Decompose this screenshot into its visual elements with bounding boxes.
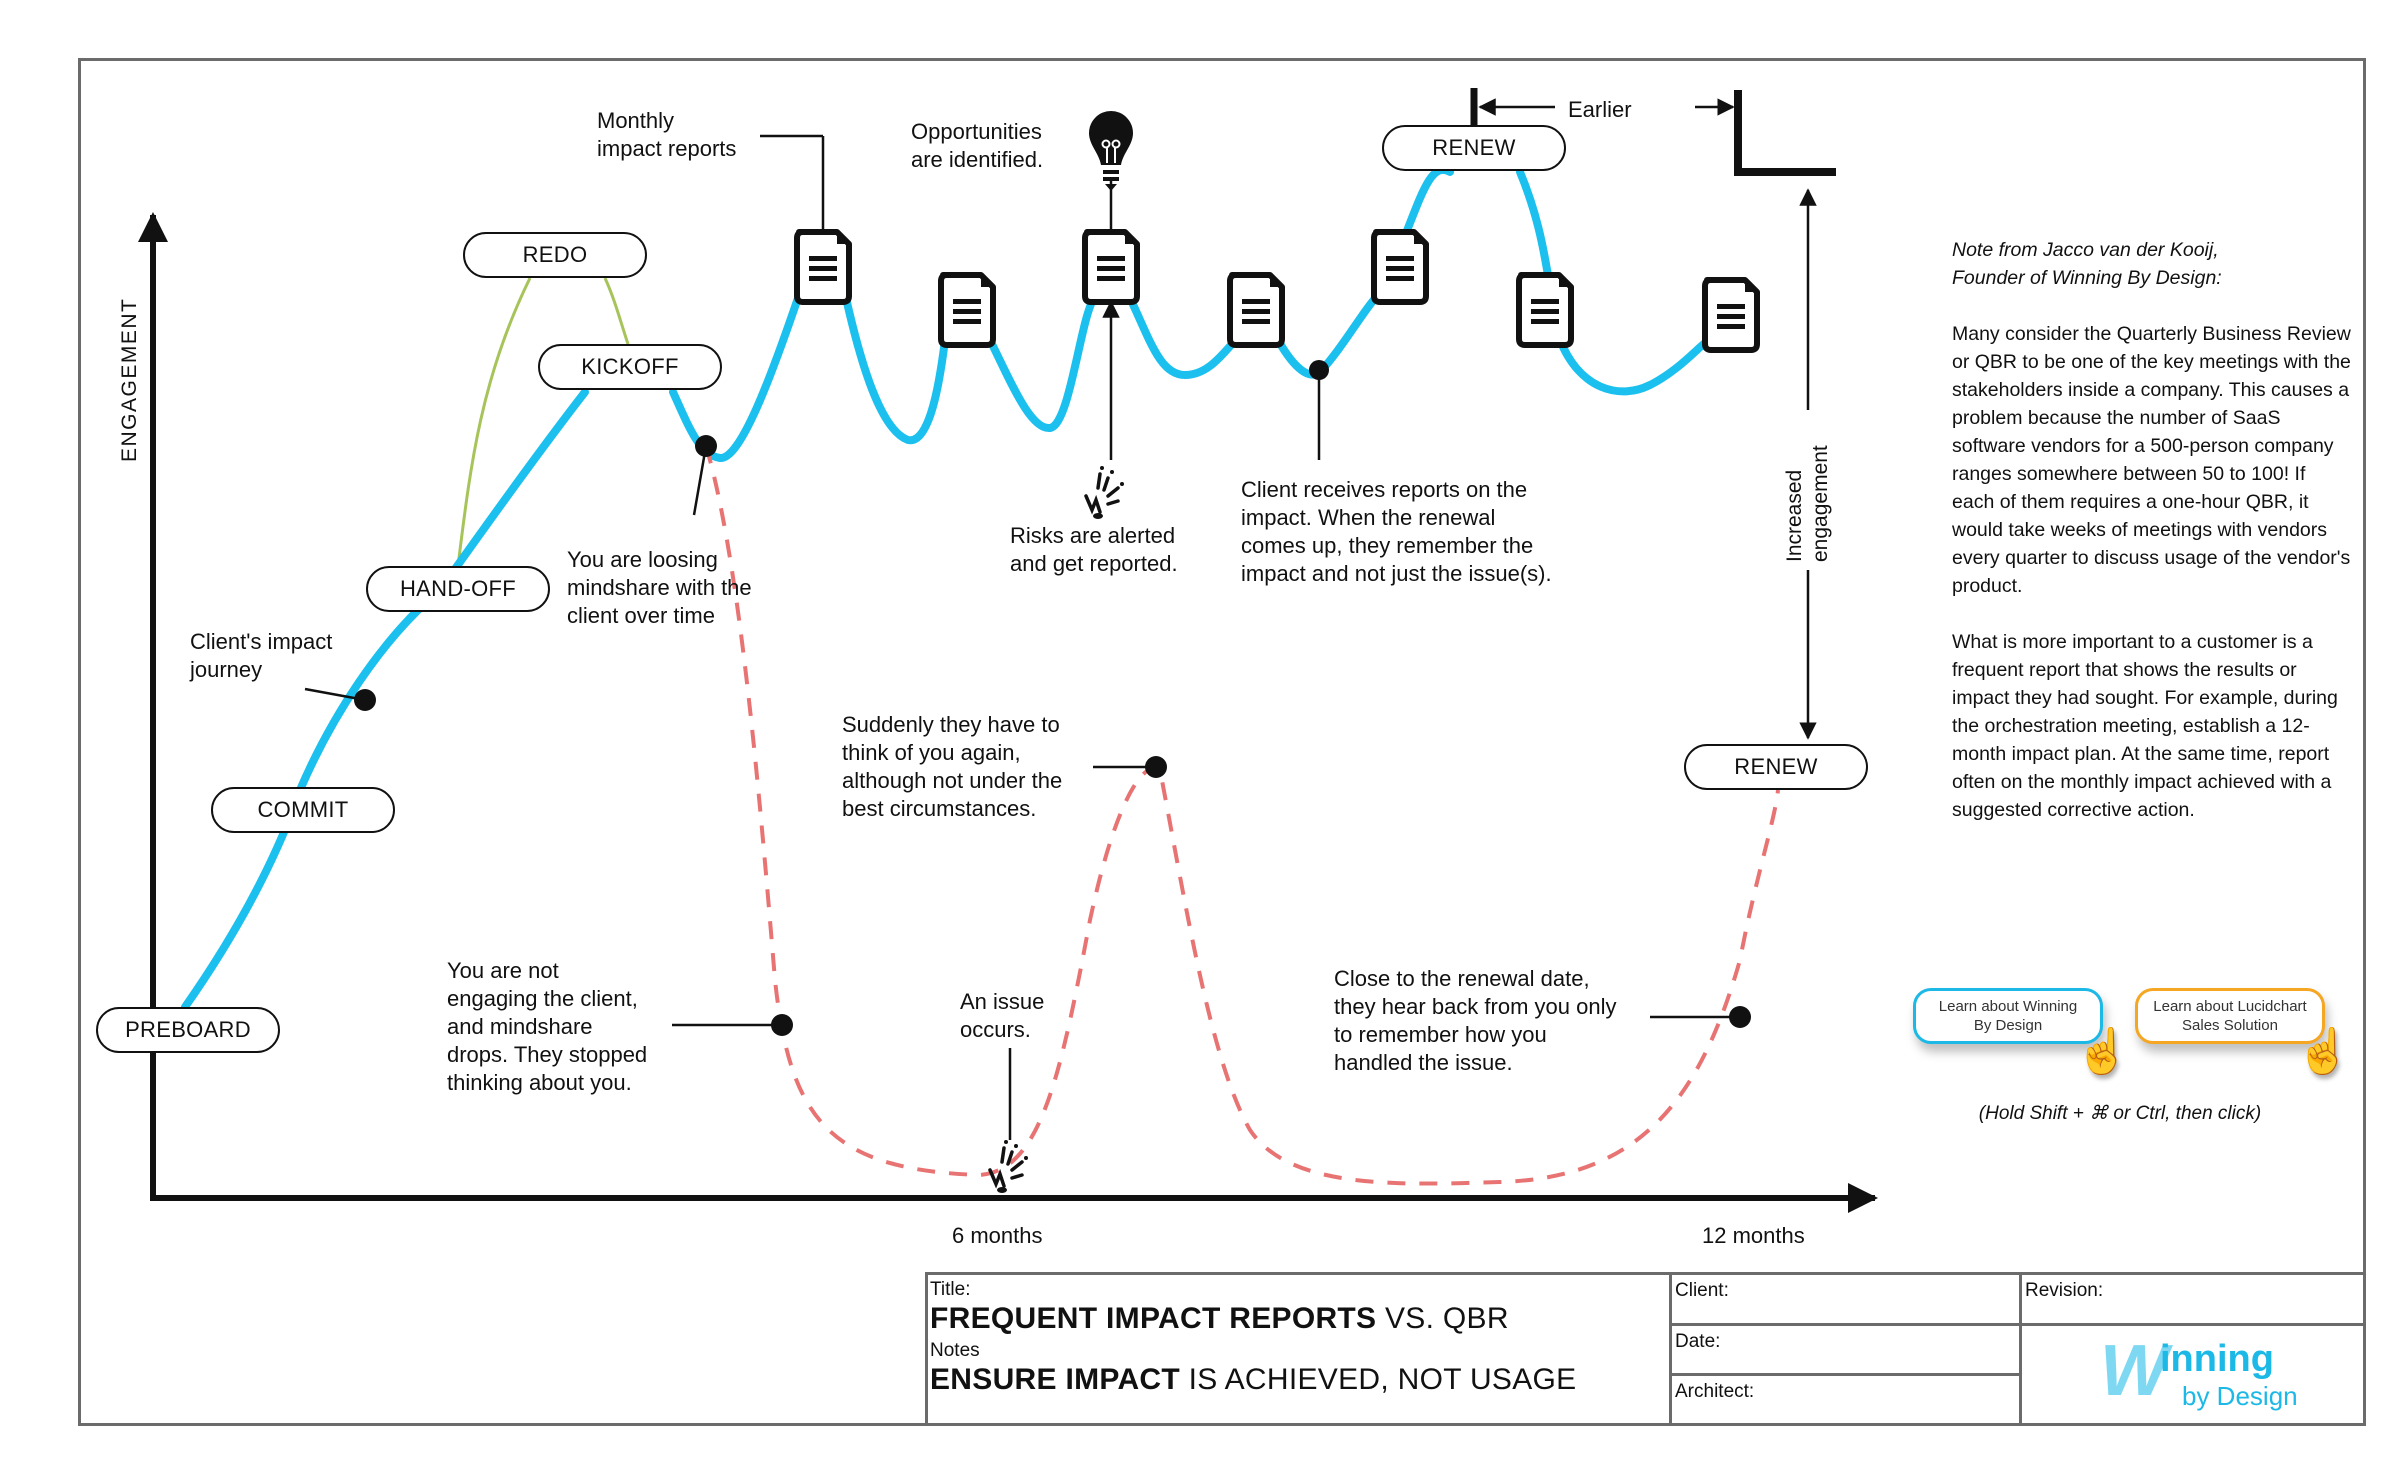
not-engaging-dot [771,1014,793,1036]
revision-label: Revision: [2025,1280,2104,1301]
annotation-risks: Risks are alerted and get reported. [1010,523,1178,576]
stage-handoff: HAND-OFF [366,566,550,612]
logo-inning: inning [2160,1338,2274,1380]
note-heading-1: Note from Jacco van der Kooij, [1952,239,2219,261]
stage-renew-early: RENEW [1382,125,1566,171]
note-heading-2: Founder of Winning By Design: [1952,267,2222,289]
report-icon-6 [1519,275,1571,345]
author-note: Note from Jacco van der Kooij, Founder of… [1952,236,2352,852]
notes-bold: ENSURE IMPACT [930,1363,1181,1396]
date-label: Date: [1675,1331,1721,1352]
architect-label: Architect: [1675,1381,1755,1402]
x-tick-12-months: 12 months [1702,1223,1805,1248]
redo-path-return [603,277,630,345]
loosing-mindshare-leader [692,445,708,516]
annotation-impact-journey: Client's impact journey [190,629,333,682]
click-hint: (Hold Shift + ⌘ or Ctrl, then click) [1978,1103,2262,1124]
y-axis-label: ENGAGEMENT [118,297,141,462]
impact-journey-dot [354,689,376,711]
date-cell [1669,1323,2022,1376]
learn-winning-label: Learn about Winning By Design [1938,998,2078,1034]
original-renewal-marker [1734,90,1836,176]
note-paragraph-1: Many consider the Quarterly Business Rev… [1952,323,2351,597]
stage-renew-late: RENEW [1684,744,1868,790]
report-icon-4 [1230,275,1282,345]
learn-lucidchart-label: Learn about Lucidchart Sales Solution [2153,998,2307,1034]
redo-path [456,277,532,567]
stage-preboard: PREBOARD [96,1007,280,1053]
learn-lucidchart-button[interactable]: Learn about Lucidchart Sales Solution [2135,988,2325,1044]
notes-label: Notes [930,1340,980,1361]
annotation-client-receives: Client receives reports on the impact. W… [1241,477,1552,586]
report-icon-7 [1705,280,1757,350]
stage-commit: COMMIT [211,787,395,833]
diagram-notes: ENSURE IMPACT IS ACHIEVED, NOT USAGE [930,1363,1576,1397]
annotation-not-engaging: You are not engaging the client, and min… [447,958,648,1095]
annotation-opportunities: Opportunities are identified. [911,119,1044,172]
lightbulb-icon [1089,111,1133,191]
annotation-issue-occurs: An issue occurs. [960,989,1045,1042]
learn-winning-button[interactable]: Learn about Winning By Design [1913,988,2103,1044]
title-bold: FREQUENT IMPACT REPORTS [930,1302,1377,1335]
client-receives-dot [1309,360,1329,380]
report-icon-1 [797,232,849,302]
x-tick-6-months: 6 months [952,1223,1043,1248]
title-rest: VS. QBR [1376,1302,1509,1335]
pointer-hand-icon: ☝ [2074,1027,2131,1076]
issue-burst-icon [988,1138,1030,1195]
annotation-increased-engagement: Increased engagement [1783,445,1832,562]
logo-w-glyph: W [2100,1331,2168,1411]
report-icon-2 [941,275,993,345]
pointer-hand-icon: ☝ [2295,1027,2352,1076]
annotation-loosing-mindshare: You are loosing mindshare with the clien… [567,547,752,628]
annotation-close-to-renewal: Close to the renewal date, they hear bac… [1334,966,1617,1075]
risk-burst-icon [1084,464,1126,521]
title-label: Title: [930,1279,971,1300]
stage-redo: REDO [463,232,647,278]
report-icon-5 [1374,232,1426,302]
report-icon-3 [1085,232,1137,302]
winning-by-design-logo: W inning by Design [2100,1331,2320,1415]
annotation-monthly-reports: Monthly impact reports [597,108,737,161]
stage-kickoff: KICKOFF [538,344,722,390]
diagram-title: FREQUENT IMPACT REPORTS VS. QBR [930,1302,1509,1336]
annotation-earlier: Earlier [1568,97,1632,122]
title-cell [925,1272,1672,1426]
loosing-mindshare-dot [695,435,717,457]
logo-by-design: by Design [2182,1381,2298,1411]
suddenly-dot [1145,756,1167,778]
client-label: Client: [1675,1280,1729,1301]
annotation-suddenly: Suddenly they have to think of you again… [842,712,1063,821]
logo-cell [2019,1323,2366,1426]
note-paragraph-2: What is more important to a customer is … [1952,631,2338,821]
notes-rest: IS ACHIEVED, NOT USAGE [1180,1363,1577,1396]
renewal-dot [1729,1006,1751,1028]
